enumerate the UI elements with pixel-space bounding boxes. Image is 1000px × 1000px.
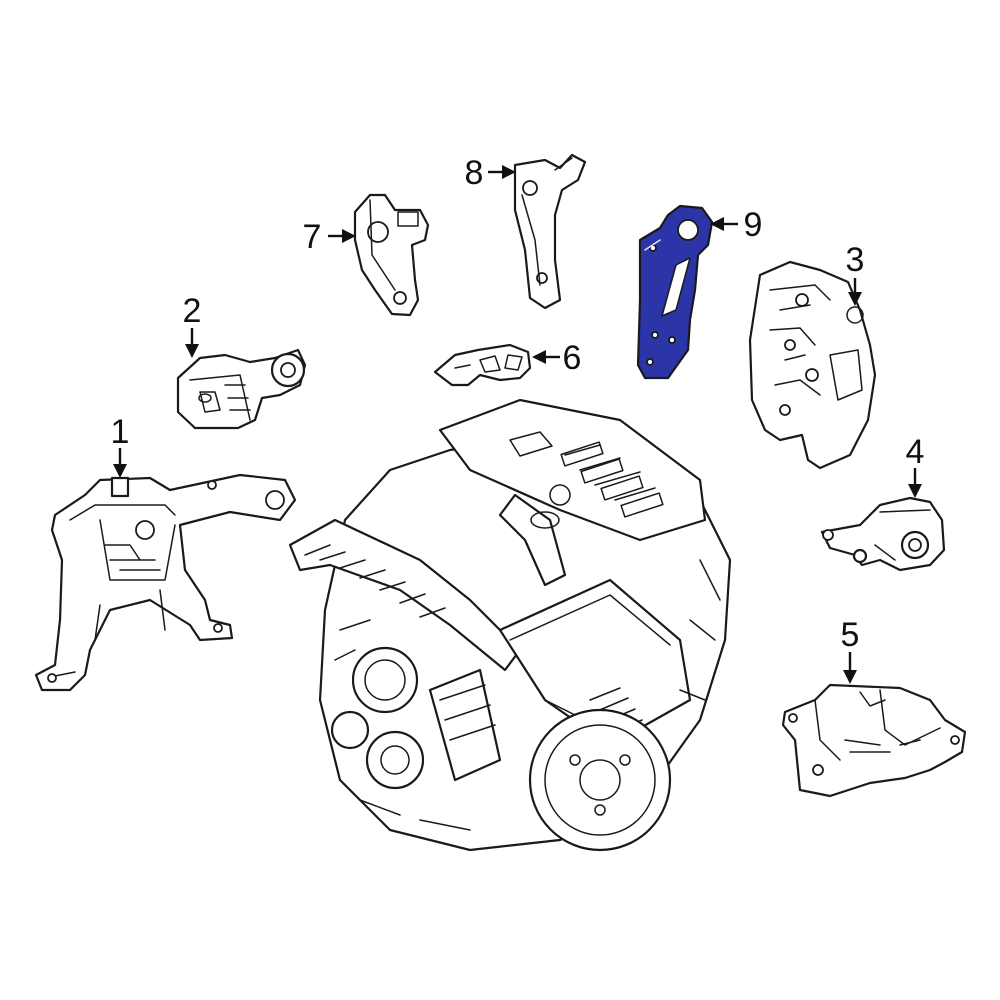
callout-label-8: 8 [465, 154, 484, 192]
callout-label-7: 7 [303, 218, 322, 256]
part-6-small-bracket [433, 343, 532, 387]
callout-label-4: 4 [906, 433, 925, 471]
part-9-highlighted-bracket [636, 204, 714, 380]
callout-label-3: 3 [846, 241, 865, 279]
callout-labels: 1 2 3 4 5 6 7 8 9 [111, 154, 925, 654]
part-7-bracket [353, 193, 430, 317]
engine-assembly [288, 398, 732, 852]
part-8-bracket [513, 153, 587, 310]
callout-label-5: 5 [841, 616, 860, 654]
callout-label-6: 6 [563, 339, 582, 377]
part-5-transmission-mount [781, 683, 967, 798]
part-3-transmission-bracket [748, 260, 877, 470]
callout-label-1: 1 [111, 413, 130, 451]
part-2-engine-mount [176, 348, 307, 430]
callout-arrows [113, 165, 922, 684]
part-1-transmission-mount-bracket [34, 473, 297, 692]
callout-label-9: 9 [744, 206, 763, 244]
callout-label-2: 2 [183, 292, 202, 330]
part-4-rear-mount [820, 496, 946, 572]
